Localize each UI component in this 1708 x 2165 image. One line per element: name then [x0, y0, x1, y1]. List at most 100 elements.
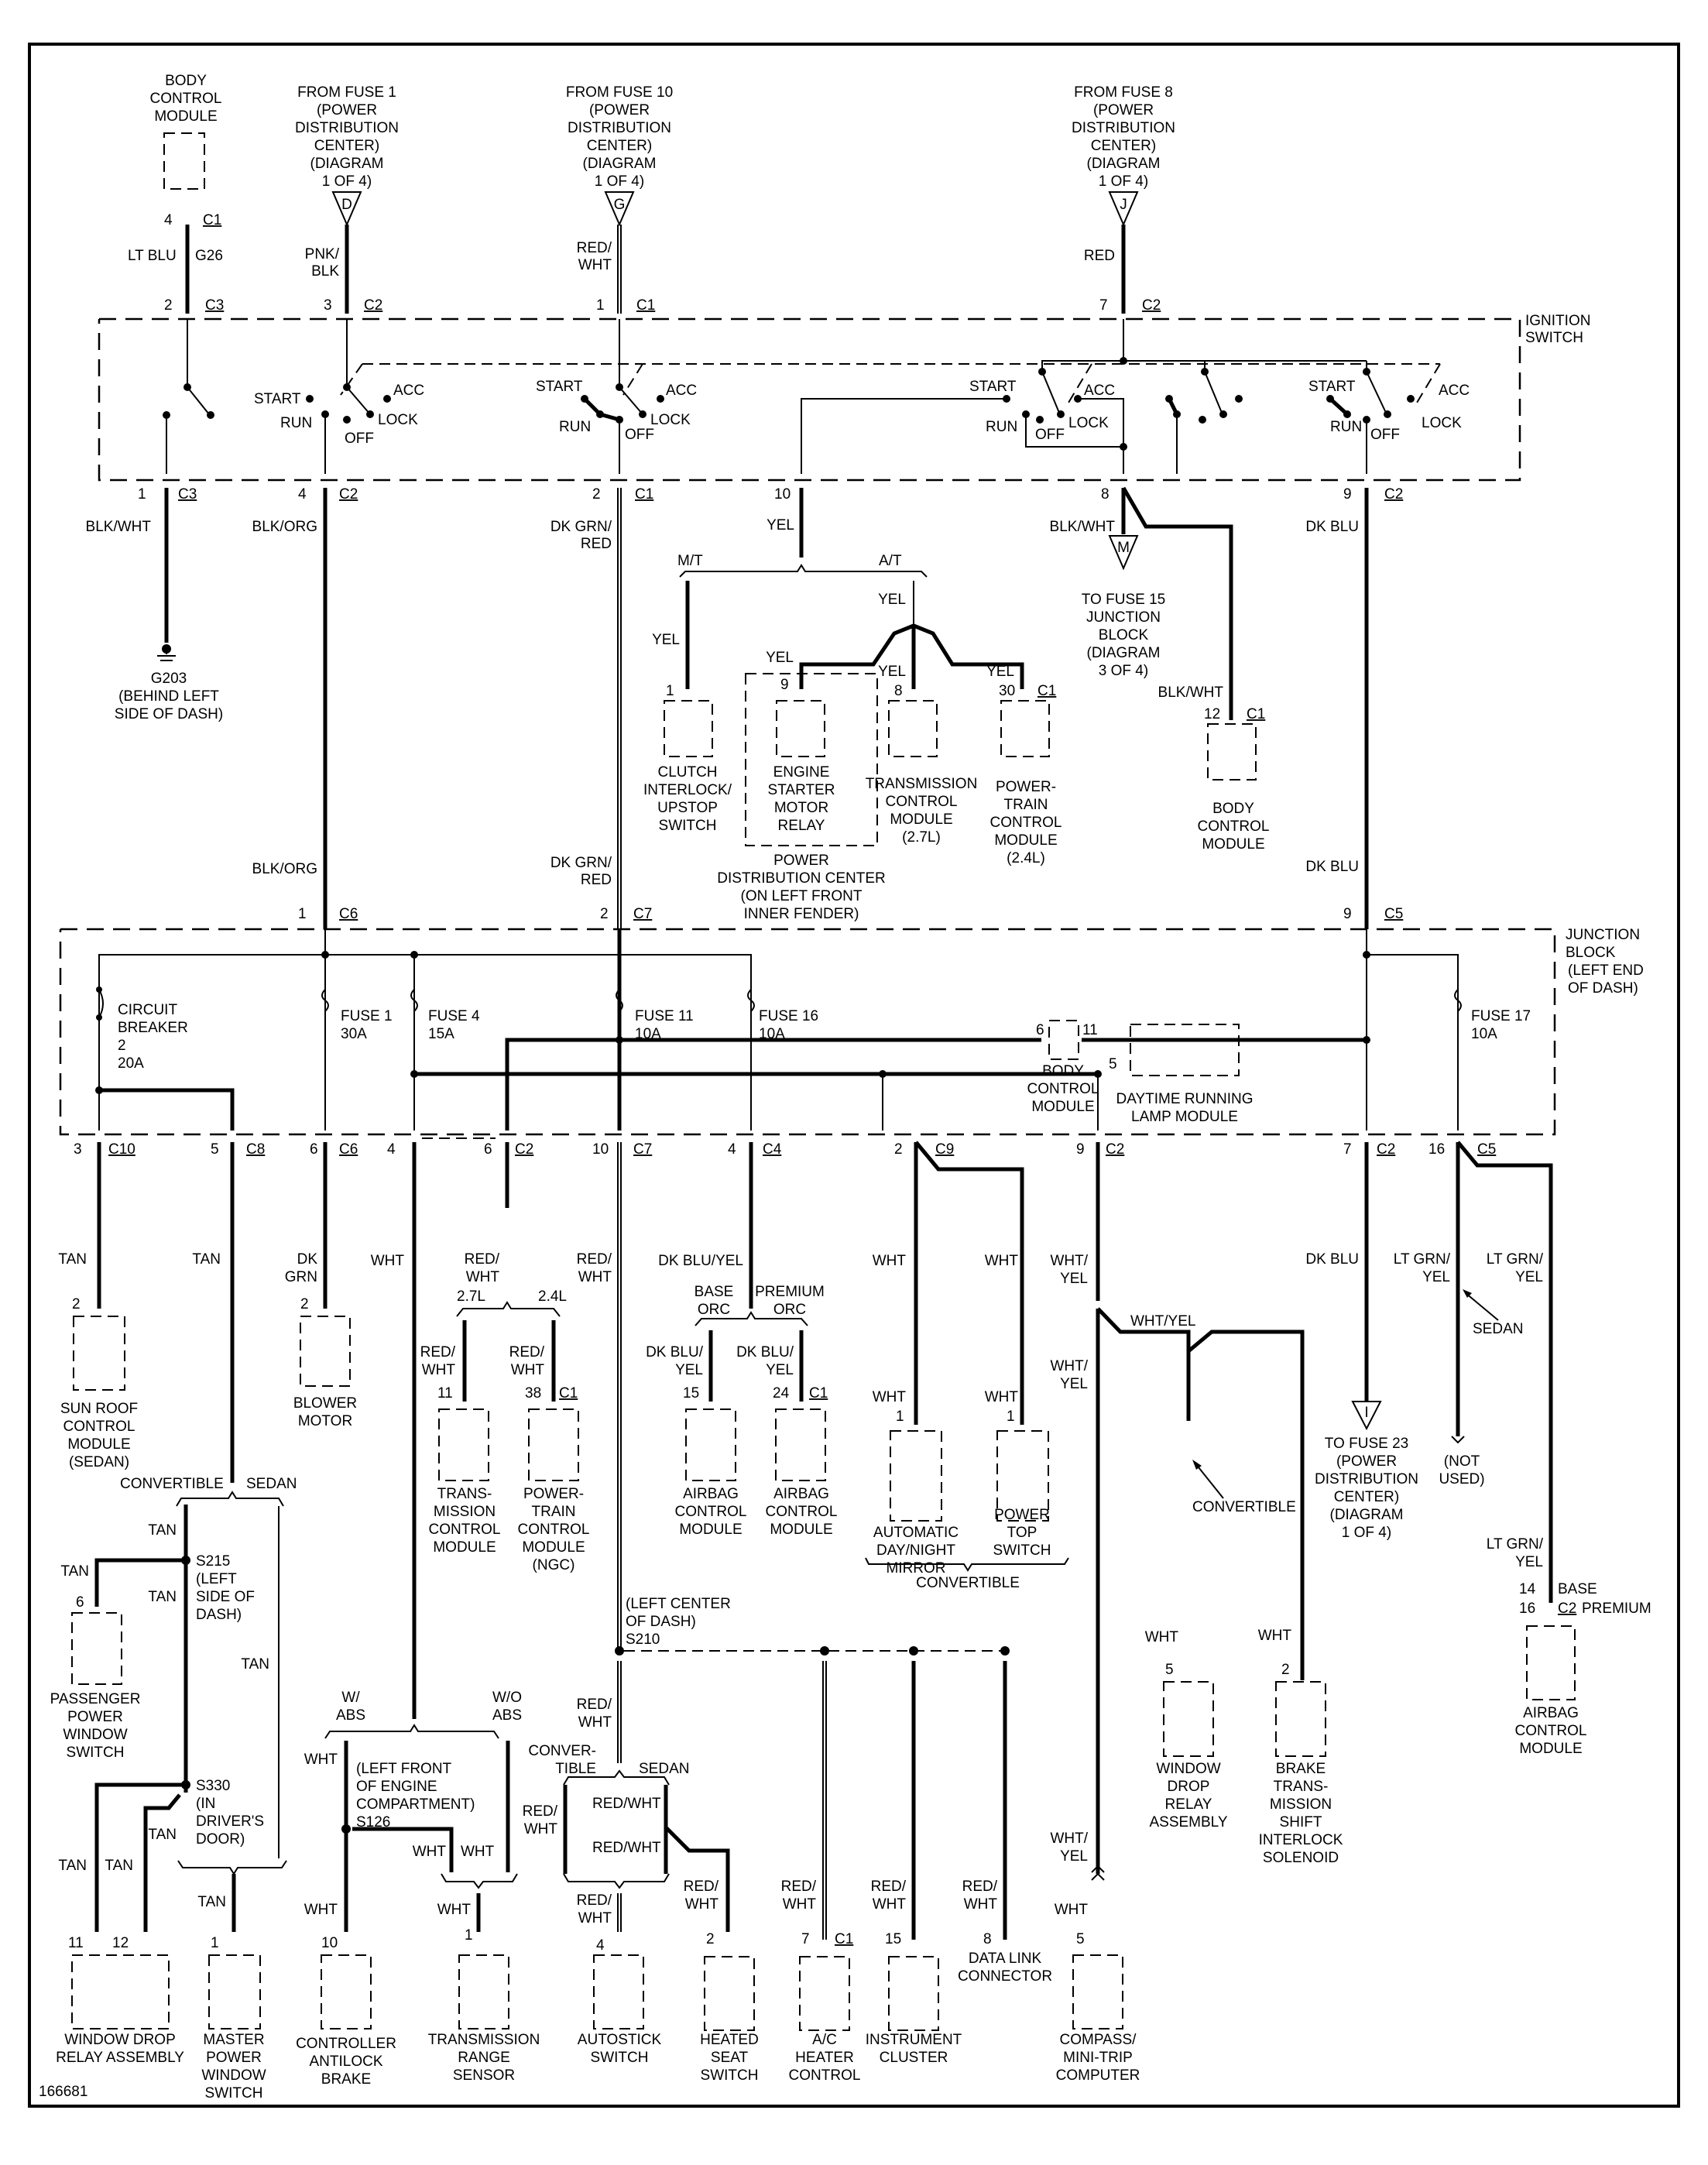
fuse8-src-2: (POWER	[1093, 102, 1154, 118]
fuse15-3: BLOCK	[1099, 627, 1149, 643]
jb-fuse16-l1: FUSE 16	[759, 1008, 818, 1024]
sunroof-name-3: MODULE	[67, 1436, 130, 1453]
top-fuse1: FROM FUSE 1 (POWER DISTRIBUTION CENTER) …	[295, 84, 399, 314]
cb-label-4: 20A	[118, 1055, 144, 1072]
trs-brace	[441, 1873, 518, 1889]
wire-top	[914, 1141, 1024, 1425]
wy-4: YEL	[1060, 1376, 1088, 1392]
tan-1: TAN	[58, 1251, 87, 1268]
relay-pin: 9	[780, 677, 789, 693]
conv-1: CONVER-	[528, 1743, 596, 1759]
ab1-c2: YEL	[675, 1362, 703, 1378]
sw2-start-label: START	[254, 391, 301, 407]
letter-m: M	[1117, 540, 1130, 556]
convertible-brace-label: CONVERTIBLE	[916, 1575, 1020, 1591]
clutch-box	[664, 700, 713, 757]
pdc-name-2: DISTRIBUTION CENTER	[717, 870, 885, 887]
ac-pin: 7	[801, 1931, 810, 1947]
fuse23-6: 1 OF 4)	[1342, 1525, 1391, 1541]
wy-5: WHT/	[1050, 1830, 1088, 1847]
autostick-box	[593, 1954, 644, 2029]
fuse17-line	[1367, 954, 1459, 1131]
sedan-note: SEDAN	[1473, 1321, 1523, 1337]
clutch-name-2: INTERLOCK/	[643, 782, 732, 798]
jb-outputs: 3 C10 TAN 2 SUN ROOF CONTROL MODULE (SED…	[58, 1137, 1553, 1719]
abs-brace	[324, 1724, 499, 1739]
fuse10-src-3: DISTRIBUTION	[568, 120, 671, 136]
sw6-jumper	[1329, 397, 1349, 416]
ign-pin-3: 3	[324, 297, 332, 314]
bt-n2: TRANS-	[1274, 1779, 1329, 1795]
tan-6: TAN	[241, 1656, 269, 1673]
convertible-arrow	[1195, 1463, 1224, 1499]
sw4-off-label: OFF	[1035, 427, 1065, 443]
s215-3: SIDE OF	[196, 1589, 255, 1605]
s126-2: OF ENGINE	[356, 1779, 437, 1795]
fuse23-5: (DIAGRAM	[1330, 1507, 1404, 1523]
jb-fuse4-l1: FUSE 4	[428, 1008, 480, 1024]
dkgrn-red-3: DK GRN/	[550, 855, 612, 871]
hs-pin: 2	[706, 1931, 715, 1947]
sw4-blade-a	[1041, 371, 1060, 413]
drl-name-2: LAMP MODULE	[1131, 1109, 1238, 1125]
cl-n1: INSTRUMENT	[866, 2032, 962, 2048]
cl-n2: CLUSTER	[880, 2050, 948, 2066]
tcm2-n1: TRANS-	[437, 1486, 492, 1502]
tcm-name-3: MODULE	[890, 811, 952, 828]
tan-8: TAN	[58, 1858, 87, 1874]
top-bcm: BODY CONTROL MODULE 4 C1 LT BLU G26 2 C3	[128, 73, 224, 314]
blower-name-2: MOTOR	[298, 1413, 352, 1429]
wht-5: WHT	[437, 1902, 472, 1918]
ab2-pin: 24	[773, 1385, 790, 1402]
start-circuit: M/T A/T YEL 1 CLUTCH INTERLOCK/ UPSTOP S…	[643, 553, 1061, 922]
sw3-acc-label: ACC	[666, 383, 697, 399]
sw4-acc-wire	[1078, 398, 1124, 474]
s126-dot	[341, 1824, 351, 1834]
loads-lower-left: CONVERTIBLE SEDAN TAN S215 (LEFT SIDE OF…	[39, 1476, 540, 2102]
ground-desc-2: SIDE OF DASH)	[115, 706, 223, 722]
s210-1: (LEFT CENTER	[626, 1596, 731, 1612]
sw3-blade	[619, 386, 643, 415]
abr-n1: AIRBAG	[1523, 1705, 1579, 1721]
ab2-c1: DK BLU/	[736, 1344, 794, 1360]
sw5-acc	[1235, 395, 1243, 403]
fuse1-src-2: (POWER	[317, 102, 377, 118]
pcm-c1: RED/	[509, 1344, 545, 1360]
w-abs-1: W/	[341, 1690, 360, 1706]
tan-3: TAN	[148, 1522, 177, 1539]
fuse8-src-3: DISTRIBUTION	[1072, 120, 1175, 136]
ab1-n2: CONTROL	[675, 1504, 747, 1520]
bcm2-name-1: BODY	[1212, 801, 1254, 817]
dkgrn-2: GRN	[285, 1269, 317, 1285]
mt-label: M/T	[677, 553, 703, 569]
connector-g-icon	[604, 191, 635, 227]
out-conn-c1: C1	[635, 486, 653, 503]
yel-pcm-label: YEL	[986, 664, 1014, 680]
top-c1: WHT	[985, 1253, 1019, 1269]
tcm-pin2: 11	[437, 1385, 453, 1402]
sw5-lock	[1219, 410, 1227, 418]
cl-pin: 15	[885, 1931, 901, 1947]
jbo-pin-7: 7	[1343, 1141, 1352, 1158]
bt-box	[1275, 1681, 1326, 1757]
pcm-conn: C1	[1037, 683, 1056, 699]
mw-pin: 1	[211, 1935, 219, 1951]
base-orc-2: ORC	[698, 1302, 730, 1318]
ab1-n3: MODULE	[679, 1522, 742, 1538]
dkgrn-red-4: RED	[581, 872, 612, 888]
jbo-conn-c2c: C2	[1377, 1141, 1395, 1158]
ign-pin-1: 1	[596, 297, 605, 314]
pw-n1: PASSENGER	[50, 1691, 141, 1707]
pcm2-n2: TRAIN	[532, 1504, 576, 1520]
sw1-blade	[187, 386, 210, 415]
abr-n3: MODULE	[1519, 1741, 1582, 1757]
sw6-lock	[1384, 410, 1391, 418]
sunroof-pin: 2	[72, 1296, 81, 1312]
cb-label-2: BREAKER	[118, 1020, 188, 1036]
wire-wht-s126	[352, 1827, 454, 1872]
fuse1-src-3: DISTRIBUTION	[295, 120, 399, 136]
drl-name-1: DAYTIME RUNNING	[1116, 1091, 1254, 1107]
jbo-pin-4: 4	[387, 1141, 396, 1158]
s330-1: S330	[196, 1778, 230, 1794]
top-n2: TOP	[1007, 1525, 1037, 1541]
